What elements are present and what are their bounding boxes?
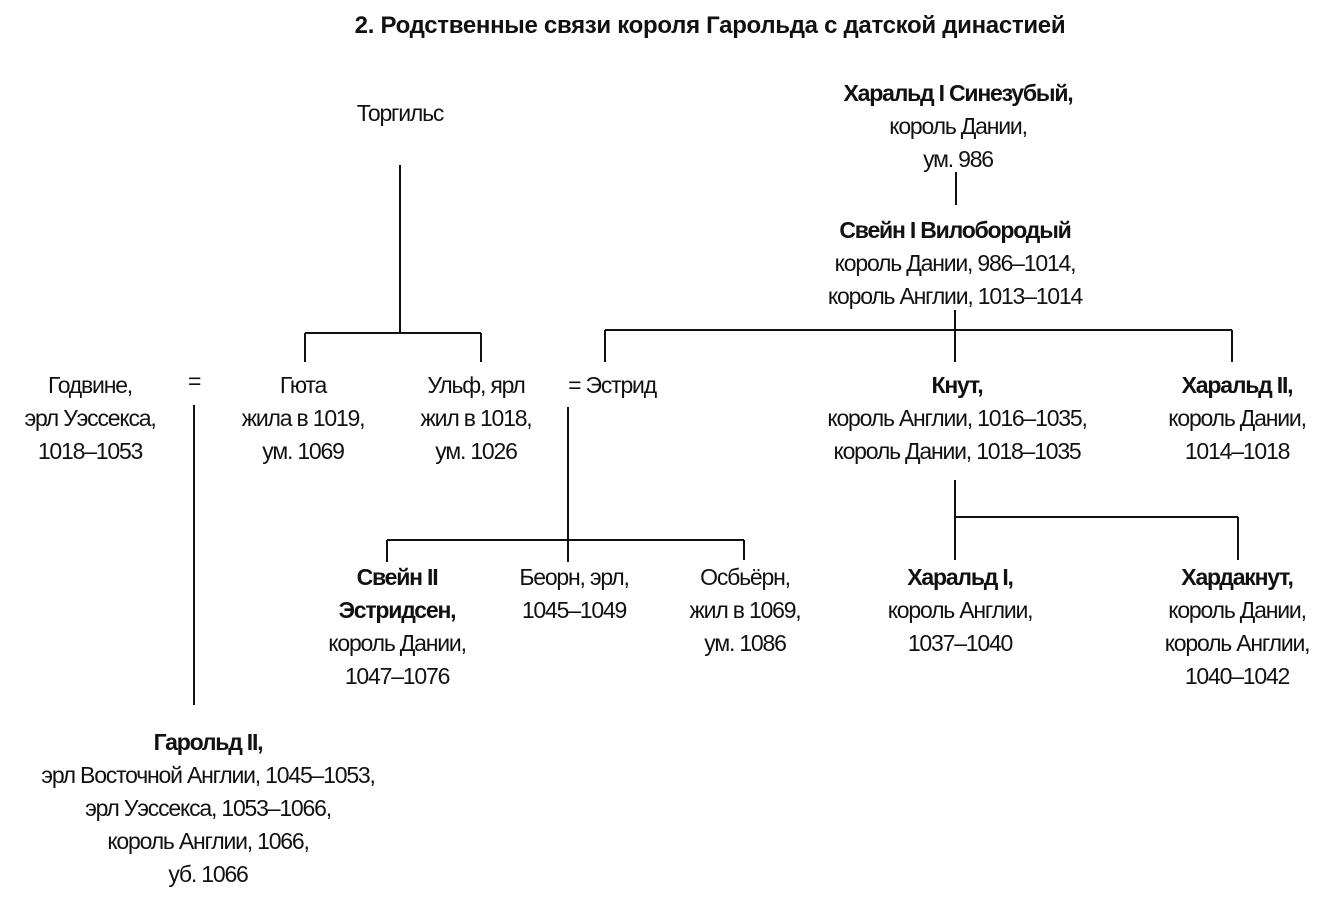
person-detail: ум. 1026: [435, 438, 518, 464]
person-torgils: Торгильс: [356, 97, 445, 130]
person-detail: жила в 1019,: [241, 405, 366, 431]
person-detail: король Англии,: [1164, 630, 1311, 656]
person-harold2: Гарольд II, эрл Восточной Англии, 1045–10…: [41, 726, 376, 891]
person-detail: король Дании,: [1168, 405, 1307, 431]
person-detail: король Англии, 1066,: [107, 828, 310, 854]
person-detail: ум. 1069: [262, 438, 345, 464]
person-name: Гарольд II,: [153, 729, 264, 755]
person-name: Свейн II: [356, 564, 439, 590]
person-detail: король Англии, 1016–1035,: [827, 405, 1088, 431]
person-detail: эрл Уэссекса,: [24, 405, 156, 431]
person-name: Гюта: [279, 372, 327, 398]
person-detail: эрл Восточной Англии, 1045–1053,: [41, 762, 376, 788]
person-detail: жил в 1069,: [689, 597, 801, 623]
person-osbjorn: Осбьёрн, жил в 1069, ум. 1086: [689, 561, 801, 660]
person-svein2: Свейн II Эстридсен, король Дании, 1047–1076: [328, 561, 467, 693]
person-harald-bluetooth: Харальд I Синезубый, король Дании, ум. 986: [843, 77, 1074, 176]
person-name: Харальд I Синезубый,: [843, 80, 1074, 106]
person-detail: король Дании,: [328, 630, 467, 656]
person-name: Хардакнут,: [1181, 564, 1294, 590]
person-name: Свейн I Вилобородый: [839, 217, 1071, 243]
person-harald2: Харальд II, король Дании, 1014–1018: [1168, 369, 1307, 468]
person-detail: 1045–1049: [521, 597, 628, 623]
person-name: Торгильс: [356, 100, 445, 126]
person-detail: король Дании,: [1168, 597, 1307, 623]
person-detail: жил в 1018,: [420, 405, 532, 431]
person-name: Ульф, ярл: [427, 372, 525, 398]
person-detail: король Дании, 1018–1035: [833, 438, 1081, 464]
person-detail: ум. 1086: [704, 630, 787, 656]
person-detail: 1014–1018: [1184, 438, 1291, 464]
person-ulf: Ульф, ярл жил в 1018, ум. 1026: [420, 369, 532, 468]
person-detail: король Дании,: [889, 113, 1028, 139]
marriage-sign: =: [188, 368, 202, 394]
person-knut: Кнут, король Англии, 1016–1035, король Дан…: [827, 369, 1088, 468]
person-detail: 1040–1042: [1184, 663, 1291, 689]
person-detail: эрл Уэссекса, 1053–1066,: [85, 795, 332, 821]
person-harthacnut: Хардакнут, король Дании, король Англии, 104…: [1164, 561, 1311, 693]
person-svein-forkbeard: Свейн I Вилобородый король Дании, 986–101…: [827, 214, 1083, 313]
person-name: Харальд I,: [907, 564, 1014, 590]
person-detail: 1018–1053: [37, 438, 144, 464]
person-gyta: Гюта жила в 1019, ум. 1069: [241, 369, 366, 468]
person-detail: король Англии,: [887, 597, 1034, 623]
person-detail: Эстридсен,: [338, 597, 457, 623]
person-name: = Эстрид: [568, 372, 657, 398]
person-name: Харальд II,: [1181, 372, 1294, 398]
person-name: Осбьёрн,: [700, 564, 791, 590]
person-detail: король Англии, 1013–1014: [827, 283, 1083, 309]
person-name: Кнут,: [931, 372, 984, 398]
person-godwine: Годвине, эрл Уэссекса, 1018–1053: [24, 369, 156, 468]
person-detail: 1037–1040: [907, 630, 1014, 656]
person-name: Годвине,: [48, 372, 133, 398]
diagram-title: 2. Родственные связи короля Гарольда с д…: [354, 12, 1066, 39]
person-detail: король Дании, 986–1014,: [834, 250, 1077, 276]
person-estrid: = Эстрид: [568, 369, 657, 402]
person-detail: уб. 1066: [168, 861, 248, 887]
person-detail: ум. 986: [923, 146, 994, 172]
person-name: Беорн, эрл,: [519, 564, 630, 590]
person-detail: 1047–1076: [344, 663, 451, 689]
person-beorn: Беорн, эрл, 1045–1049: [519, 561, 630, 627]
person-harold-harefoot: Харальд I, король Англии, 1037–1040: [887, 561, 1034, 660]
